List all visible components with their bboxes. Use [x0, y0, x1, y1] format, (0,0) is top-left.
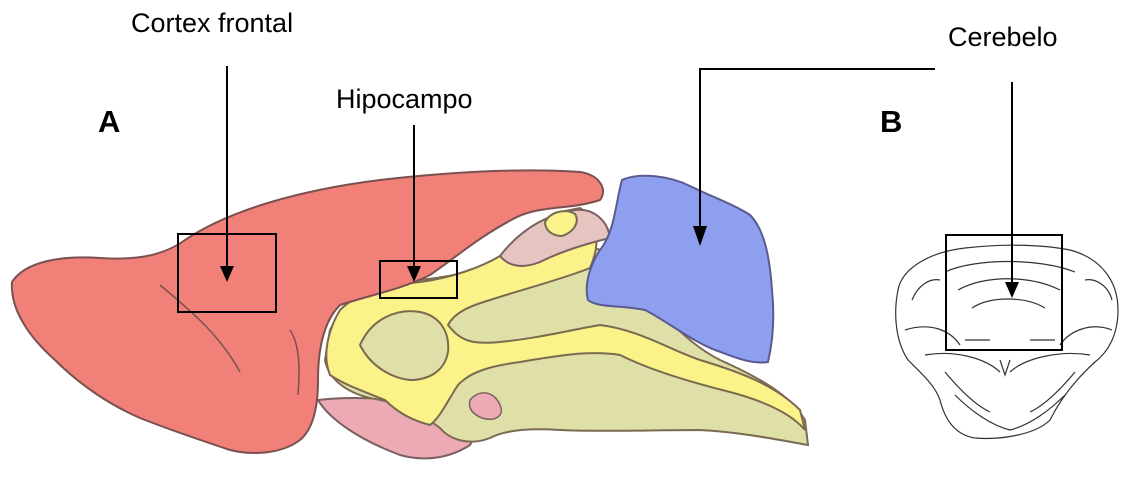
cortex-frontal-label: Cortex frontal: [131, 8, 293, 39]
panel-a-label: A: [98, 104, 120, 140]
coronal-cerebellum-section: [896, 245, 1118, 438]
cerebelo-arrowhead-b: [1005, 282, 1019, 298]
coronal-outline: [896, 245, 1118, 438]
panel-b-label: B: [880, 104, 902, 140]
sagittal-brain-section: [12, 170, 808, 458]
cerebelo-leader-a: [700, 69, 935, 228]
hipocampo-label: Hipocampo: [336, 84, 473, 115]
cerebelo-coronal-box: [946, 235, 1062, 350]
cerebelo-label: Cerebelo: [948, 22, 1058, 53]
